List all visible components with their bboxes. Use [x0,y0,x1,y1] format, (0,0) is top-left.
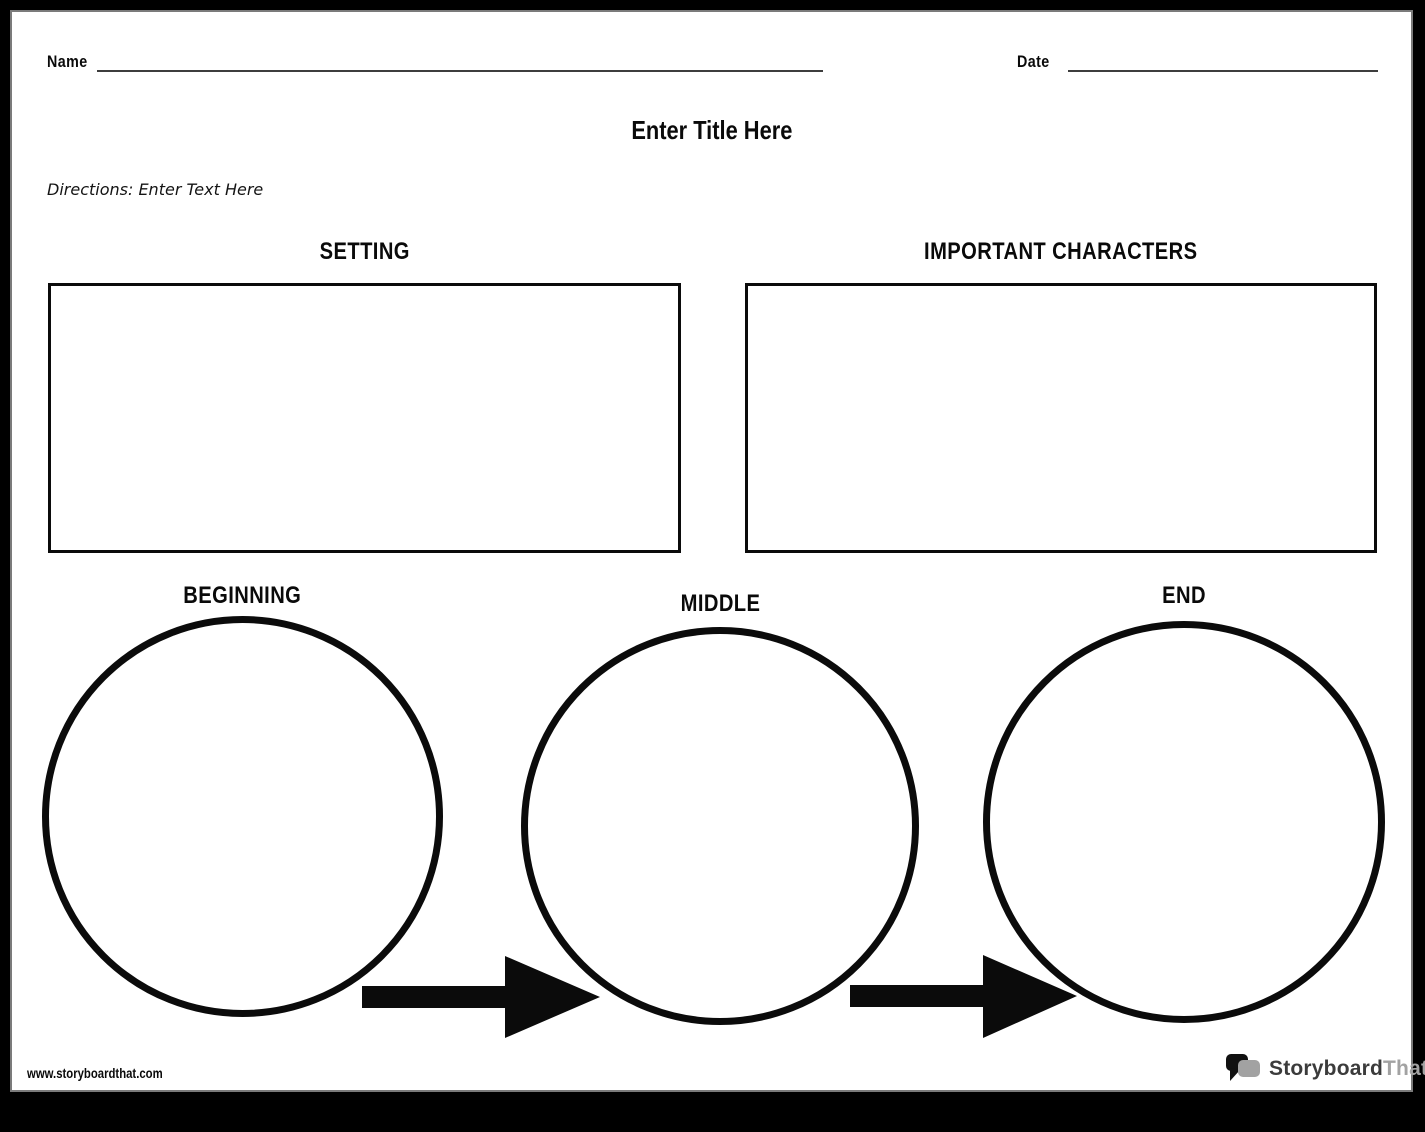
worksheet-title[interactable]: Enter Title Here [12,115,1411,146]
end-header-text: END [1162,582,1206,609]
brand-wordmark: StoryboardThat [1269,1057,1425,1081]
right-arrow-icon [850,955,1077,1038]
brand-logo: StoryboardThat [1226,1052,1425,1086]
date-label-text: Date [1017,52,1050,71]
date-label: Date [1017,52,1056,72]
beginning-header: BEGINNING [42,582,443,610]
footer-url: www.storyboardthat.com [27,1066,189,1081]
end-circle[interactable] [983,621,1385,1023]
characters-write-box[interactable] [745,283,1377,553]
beginning-circle[interactable] [42,616,443,1017]
date-input-line[interactable] [1068,70,1378,72]
brand-wordmark-secondary: That [1383,1057,1425,1080]
beginning-header-text: BEGINNING [183,582,302,609]
middle-header-text: MIDDLE [680,590,760,617]
end-header: END [983,582,1385,610]
worksheet-title-text: Enter Title Here [630,115,793,145]
brand-wordmark-primary: Storyboard [1269,1057,1384,1080]
middle-circle[interactable] [521,627,919,1025]
name-label-text: Name [47,52,88,71]
directions-text[interactable]: Directions: Enter Text Here [47,180,264,199]
right-arrow-icon [362,956,600,1038]
setting-write-box[interactable] [48,283,681,553]
name-input-line[interactable] [97,70,823,72]
setting-header-text: SETTING [319,238,410,265]
worksheet-page: Name Date Enter Title Here Directions: E… [10,10,1425,1092]
footer-url-text: www.storyboardthat.com [27,1066,163,1081]
speech-bubbles-icon [1226,1054,1260,1081]
name-label: Name [47,52,95,72]
middle-header: MIDDLE [521,590,919,618]
setting-header: SETTING [48,238,681,266]
characters-header: IMPORTANT CHARACTERS [745,238,1377,266]
characters-header-text: IMPORTANT CHARACTERS [924,238,1198,265]
